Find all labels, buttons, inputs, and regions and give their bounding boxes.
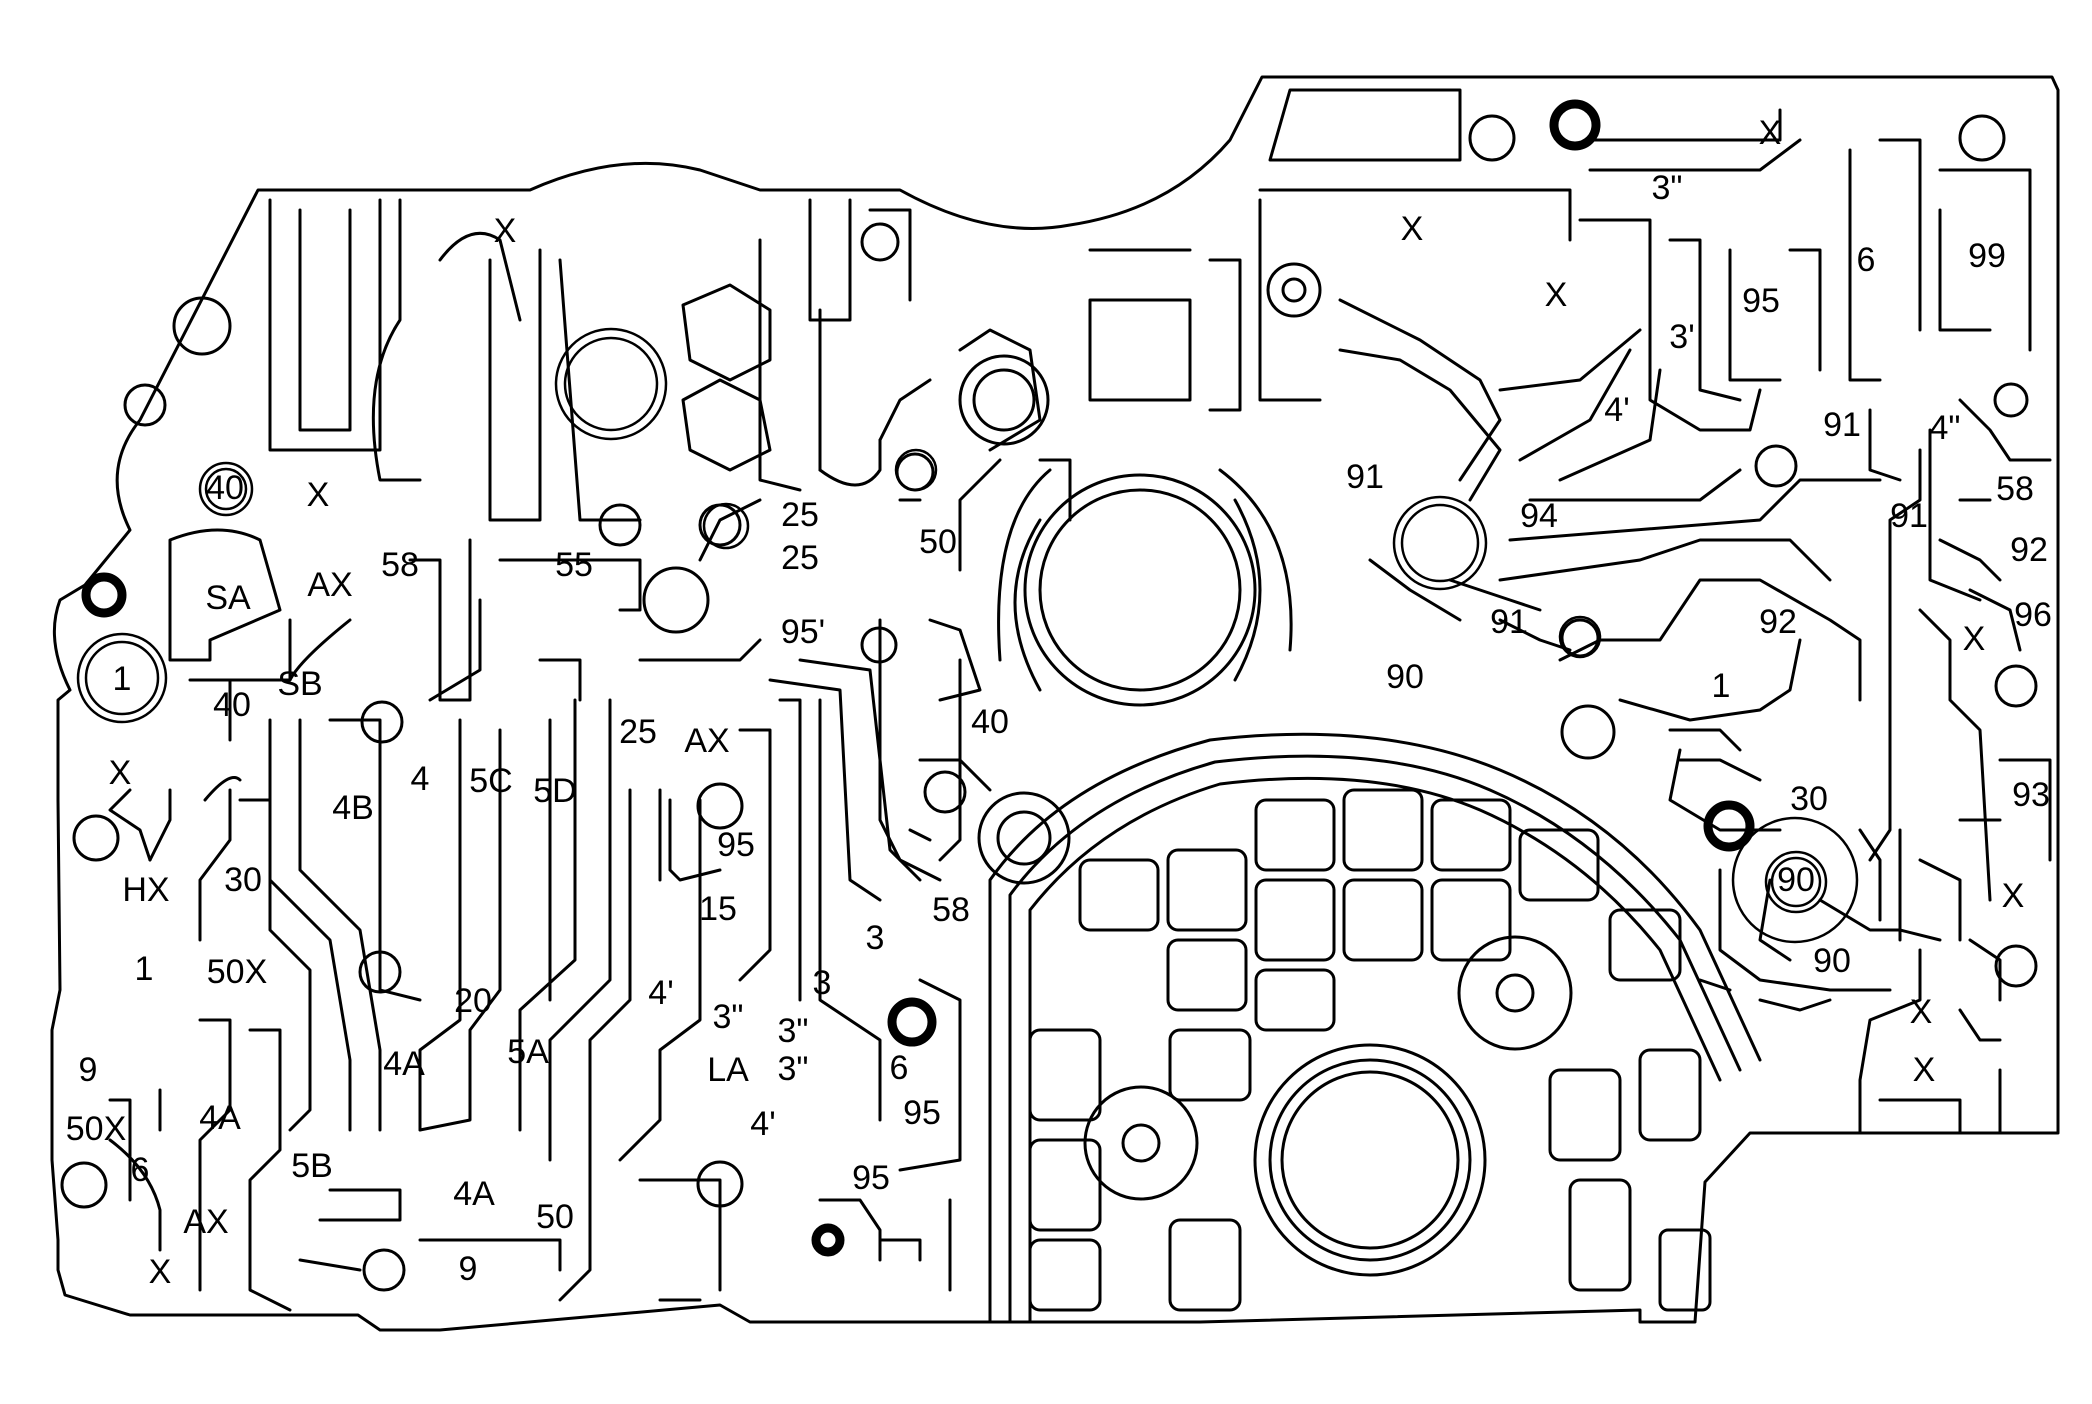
label-31: 4': [648, 974, 673, 1012]
label-67: 94: [1520, 497, 1558, 535]
label-78: 90: [1777, 861, 1815, 899]
label-70: 91: [1490, 603, 1528, 641]
label-10: 25: [781, 539, 819, 577]
label-4: X: [494, 212, 517, 250]
pump-housing: [988, 732, 1762, 1324]
label-56: X: [1401, 210, 1424, 248]
label-71: 92: [1759, 603, 1797, 641]
label-13: SB: [277, 665, 322, 703]
label-66: 58: [1996, 470, 2034, 508]
label-52: X: [149, 1253, 172, 1291]
label-21: AX: [684, 722, 729, 760]
label-59: 6: [1857, 241, 1876, 279]
label-20: 25: [619, 713, 657, 751]
label-22: 40: [971, 703, 1009, 741]
label-54: X: [1759, 114, 1782, 152]
label-42: 50X: [66, 1110, 127, 1148]
label-25: 95: [717, 826, 755, 864]
label-17: 4: [411, 760, 430, 798]
label-36: 9: [79, 1051, 98, 1089]
label-19: 5D: [533, 772, 576, 810]
label-6: AX: [307, 566, 352, 604]
label-12: 40: [213, 686, 251, 724]
label-18: 5C: [469, 762, 512, 800]
label-53: 9: [459, 1250, 478, 1288]
label-57: X: [1545, 276, 1568, 314]
label-77: 93: [2012, 776, 2050, 814]
label-11: 50: [919, 523, 957, 561]
label-34: 3": [713, 998, 744, 1036]
label-5: SA: [205, 579, 251, 617]
label-60: 99: [1968, 237, 2006, 275]
label-14: 95': [781, 613, 825, 651]
label-26: 15: [699, 890, 737, 928]
label-64: 4": [1930, 409, 1961, 447]
label-23: HX: [122, 871, 169, 909]
label-80: 90: [1813, 942, 1851, 980]
label-58: 95: [1742, 282, 1780, 320]
label-8: 55: [555, 546, 593, 584]
label-76: 30: [1790, 780, 1828, 818]
label-47: 5B: [291, 1147, 333, 1185]
small-holes: [60, 114, 2038, 1292]
center-bore: [997, 468, 1293, 707]
label-44: 4': [750, 1105, 775, 1143]
label-9: 25: [781, 496, 819, 534]
label-39: LA: [707, 1051, 749, 1089]
part-labels: 1 40 X X SA AX 58 55 25 25 50 40 SB 95' …: [66, 114, 2052, 1291]
label-50: AX: [183, 1203, 228, 1241]
label-30: 20: [454, 982, 492, 1020]
label-2: 40: [206, 469, 244, 507]
label-3: X: [307, 476, 330, 514]
label-69: 92: [2010, 531, 2048, 569]
label-68: 91: [1890, 497, 1928, 535]
label-33: 3: [813, 964, 832, 1002]
label-15: X: [109, 754, 132, 792]
label-79: X: [2002, 877, 2025, 915]
label-28: 1: [135, 950, 154, 988]
label-72: 96: [2014, 596, 2052, 634]
label-49: 4A: [453, 1175, 495, 1213]
label-65: 91: [1346, 458, 1384, 496]
channel-paths: [108, 88, 2052, 1312]
label-45: 95: [903, 1094, 941, 1132]
label-32: 3: [866, 919, 885, 957]
label-74: 90: [1386, 658, 1424, 696]
label-55: 3": [1652, 169, 1683, 207]
label-24: 30: [224, 861, 262, 899]
label-38: 5A: [507, 1033, 549, 1071]
label-37: 4A: [383, 1045, 425, 1083]
label-51: 50: [536, 1198, 574, 1236]
label-16: 4B: [332, 789, 374, 827]
label-27: 58: [932, 891, 970, 929]
label-75: 1: [1712, 667, 1731, 705]
label-43: 4A: [199, 1099, 241, 1137]
label-7: 58: [381, 546, 419, 584]
label-62: 4': [1604, 391, 1629, 429]
hex-pockets: [681, 283, 772, 472]
label-40: 3": [778, 1050, 809, 1088]
label-46: 6: [131, 1151, 150, 1189]
label-35: 3": [778, 1012, 809, 1050]
label-41: 6: [890, 1049, 909, 1087]
label-81: X: [1910, 993, 1933, 1031]
label-48: 95: [852, 1159, 890, 1197]
label-73: X: [1963, 620, 1986, 658]
label-63: 91: [1823, 406, 1861, 444]
label-29: 50X: [207, 953, 268, 991]
plate-outline: [50, 75, 2060, 1332]
ring-holes: [76, 99, 1859, 1257]
label-61: 3': [1669, 318, 1694, 356]
label-82: X: [1913, 1051, 1936, 1089]
housing-cells: [1028, 788, 1712, 1312]
label-1: 1: [113, 660, 132, 698]
